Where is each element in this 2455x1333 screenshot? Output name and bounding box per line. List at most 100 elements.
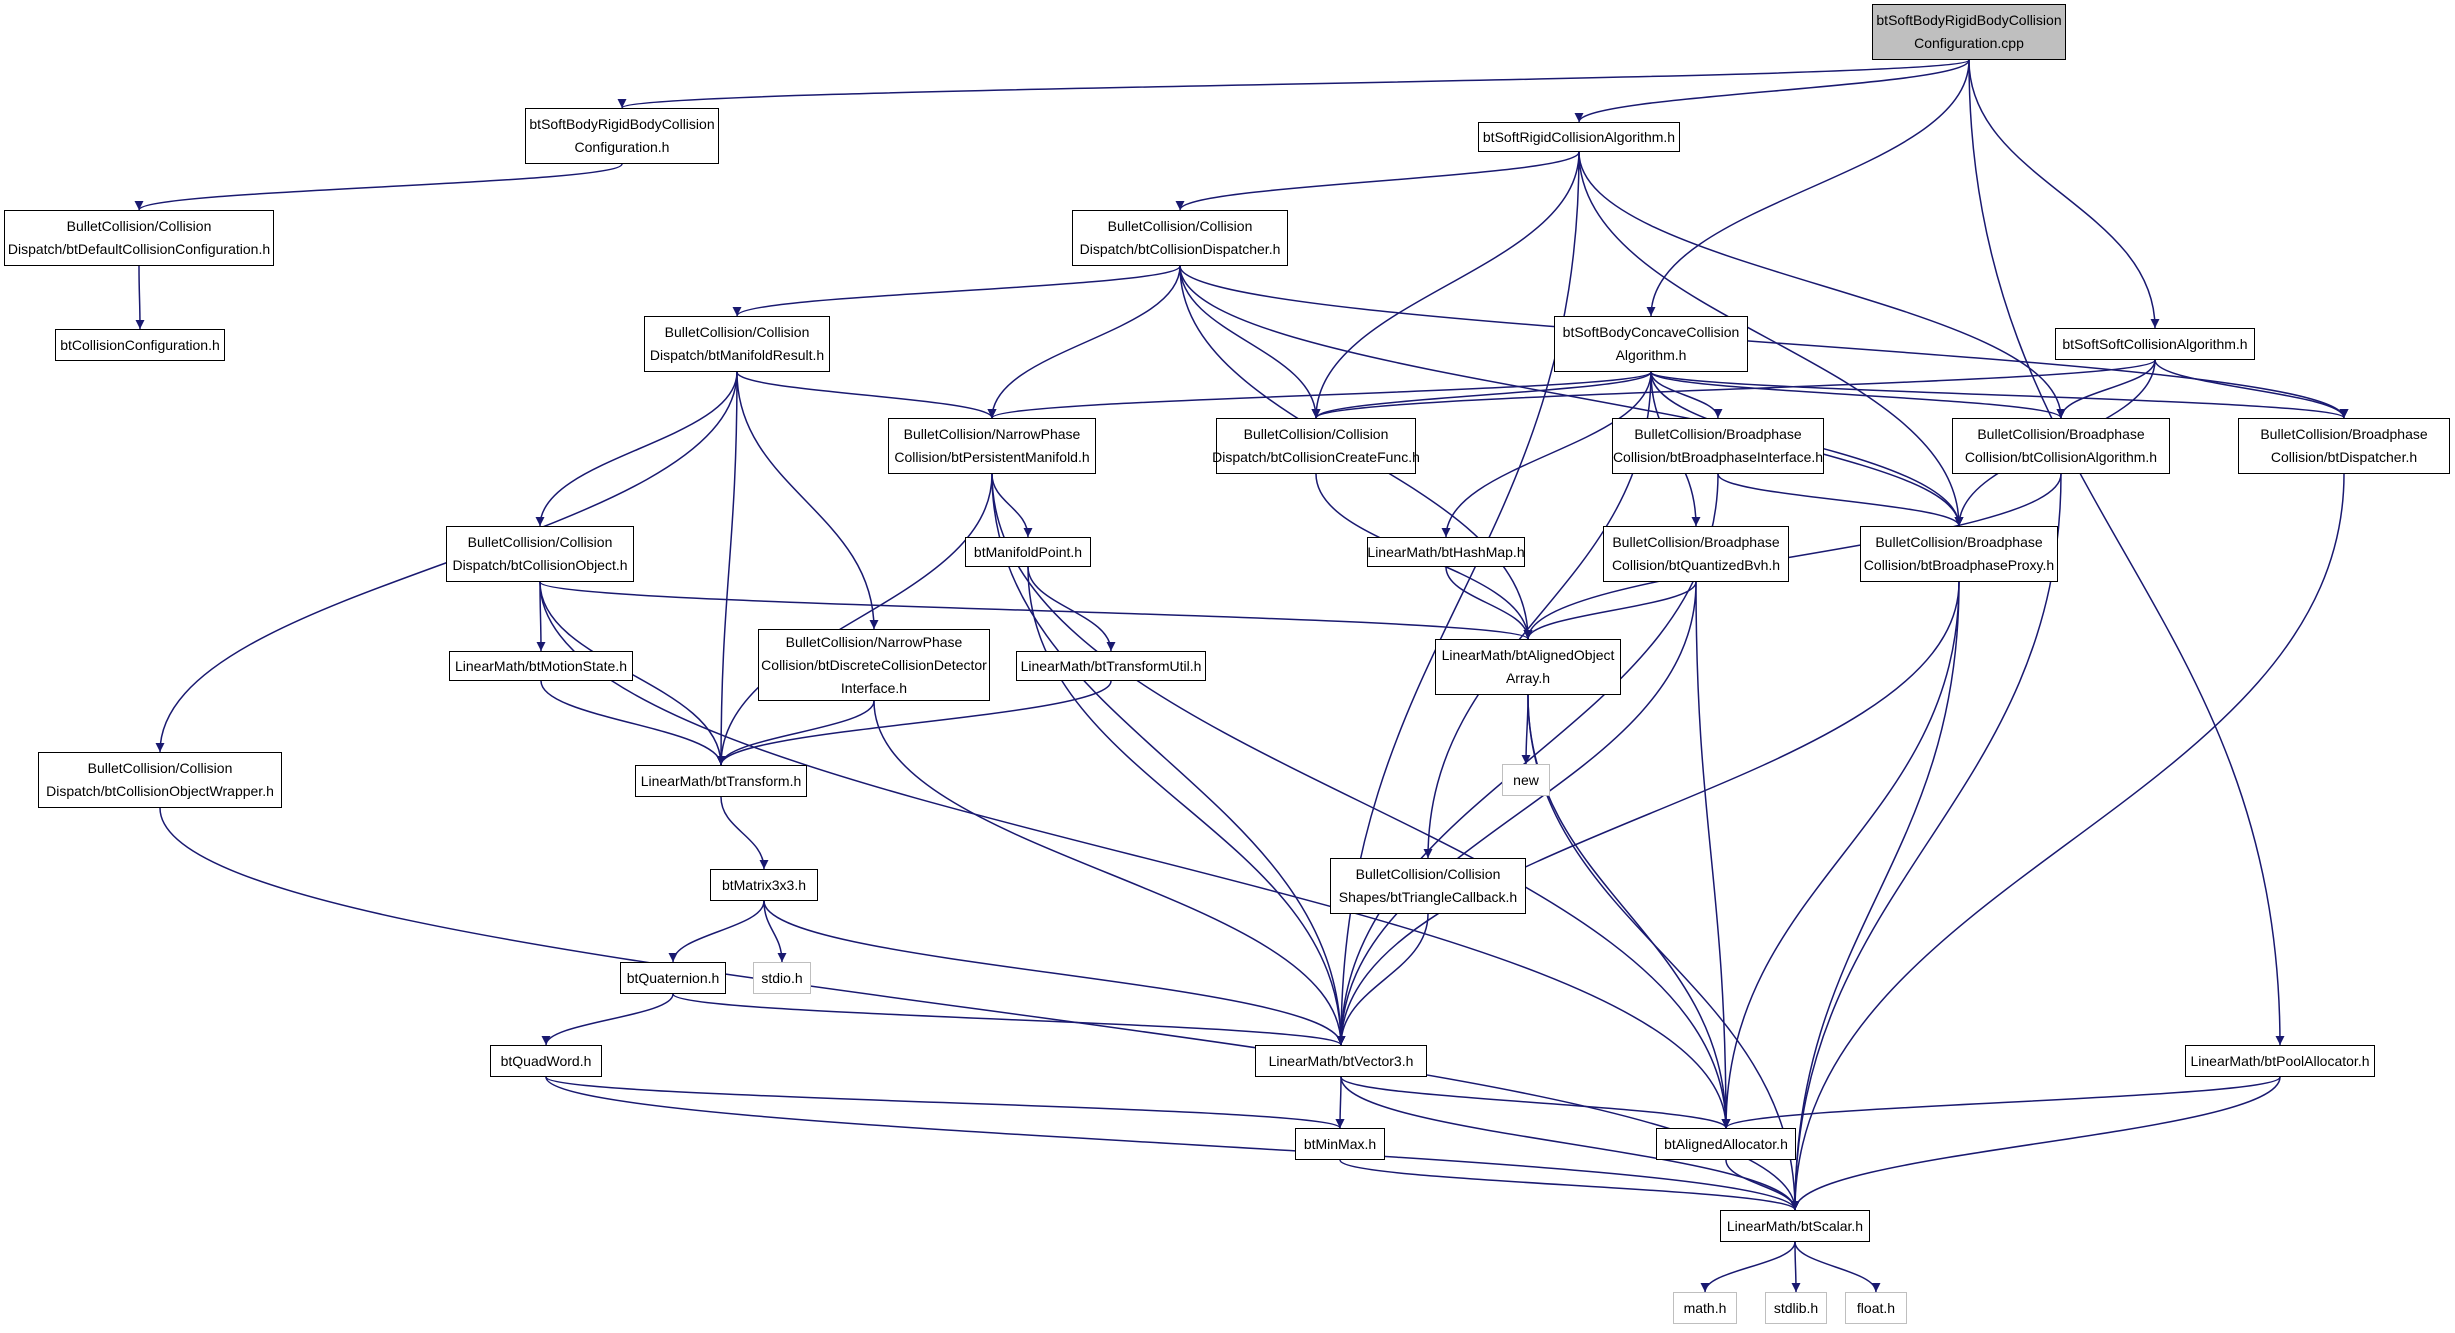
- node-min-max[interactable]: btMinMax.h: [1295, 1128, 1385, 1160]
- edge-quantizedBvh-to-alignedAllocator: [1695, 581, 1731, 1129]
- edge-concaveAlgo-to-persistentManifold: [987, 371, 1652, 419]
- edge-quantizedBvh-to-alignedObjectArray: [1523, 581, 1697, 640]
- edge-concaveAlgo-to-broadphaseInterface: [1650, 371, 1723, 419]
- edge-root-to-sbrbConfH: [618, 59, 1970, 109]
- edge-manifoldResult-to-collisionObject: [535, 371, 738, 527]
- node-triangle-callback[interactable]: BulletCollision/Collision Shapes/btTrian…: [1330, 858, 1526, 914]
- node-manifold-point[interactable]: btManifoldPoint.h: [965, 537, 1091, 567]
- edge-root-to-poolAllocator: [1968, 59, 2285, 1046]
- node-hash-map[interactable]: LinearMath/btHashMap.h: [1367, 537, 1525, 567]
- edge-concaveAlgo-to-bpDispatcher: [1650, 371, 2349, 419]
- node-create-func[interactable]: BulletCollision/Collision Dispatch/btCol…: [1212, 418, 1420, 474]
- node-sbrb-conf-h[interactable]: btSoftBodyRigidBodyCollision Configurati…: [525, 108, 719, 164]
- edge-manifoldPoint-to-vector3: [1027, 566, 1346, 1046]
- edge-collisionDispatcher-to-createFunc: [1179, 265, 1321, 419]
- edge-broadphaseProxy-to-scalar: [1790, 581, 1960, 1211]
- edge-defaultConfig-to-collisionConfig: [135, 265, 145, 330]
- node-scalar[interactable]: LinearMath/btScalar.h: [1720, 1210, 1870, 1242]
- edge-quantizedBvh-to-vector3: [1336, 581, 1697, 1046]
- edge-scalar-to-math: [1700, 1241, 1796, 1293]
- edge-scalar-to-stdlib: [1791, 1241, 1801, 1293]
- node-float: float.h: [1845, 1292, 1907, 1324]
- edge-concaveAlgo-to-hashMap: [1441, 371, 1652, 538]
- node-manifold-result[interactable]: BulletCollision/Collision Dispatch/btMan…: [644, 316, 830, 372]
- node-quantized-bvh[interactable]: BulletCollision/Broadphase Collision/btQ…: [1603, 526, 1789, 582]
- edge-vector3-to-minMax: [1335, 1076, 1345, 1129]
- edge-motionState-to-transform: [540, 680, 726, 766]
- node-motion-state[interactable]: LinearMath/btMotionState.h: [449, 651, 633, 681]
- edge-matrix3x3-to-stdio: [763, 900, 787, 963]
- edge-softSoftAlgo-to-bpDispatcher: [2154, 359, 2349, 419]
- edge-concaveAlgo-to-createFunc: [1311, 371, 1652, 419]
- node-collision-dispatcher[interactable]: BulletCollision/Collision Dispatch/btCol…: [1072, 210, 1288, 266]
- edge-softRigidAlgo-to-broadphaseProxy: [1578, 151, 1964, 527]
- node-root[interactable]: btSoftBodyRigidBodyCollision Configurati…: [1872, 4, 2066, 60]
- node-quad-word[interactable]: btQuadWord.h: [490, 1045, 602, 1077]
- edge-collisionDispatcher-to-bpDispatcher: [1179, 265, 2349, 419]
- node-object-wrapper[interactable]: BulletCollision/Collision Dispatch/btCol…: [38, 752, 282, 808]
- node-math: math.h: [1673, 1292, 1737, 1324]
- edge-collisionObject-to-alignedObjectArray: [539, 581, 1533, 640]
- node-stdio: stdio.h: [753, 962, 811, 994]
- node-soft-rigid-algo[interactable]: btSoftRigidCollisionAlgorithm.h: [1478, 122, 1680, 152]
- edge-bpCollisionAlgo-to-alignedObjectArray: [1523, 473, 2062, 640]
- edge-collisionObject-to-alignedAllocator: [539, 581, 1731, 1129]
- edge-quadWord-to-scalar: [545, 1076, 1800, 1211]
- edge-softSoftAlgo-to-bpCollisionAlgo: [2056, 359, 2156, 419]
- node-matrix-3x-3[interactable]: btMatrix3x3.h: [710, 869, 818, 901]
- edge-manifoldPoint-to-transformUtil: [1027, 566, 1116, 652]
- edge-broadphaseProxy-to-vector3: [1336, 581, 1960, 1046]
- node-new: new: [1502, 764, 1550, 796]
- edge-poolAllocator-to-alignedAllocator: [1721, 1076, 2281, 1129]
- node-default-config[interactable]: BulletCollision/Collision Dispatch/btDef…: [4, 210, 274, 266]
- node-concave-algo[interactable]: btSoftBodyConcaveCollision Algorithm.h: [1554, 316, 1748, 372]
- node-collision-config[interactable]: btCollisionConfiguration.h: [55, 329, 225, 361]
- edge-persistentManifold-to-manifoldPoint: [991, 473, 1033, 538]
- edge-triangleCallback-to-vector3: [1336, 913, 1429, 1046]
- node-pool-allocator[interactable]: LinearMath/btPoolAllocator.h: [2185, 1045, 2375, 1077]
- edge-collisionDispatcher-to-persistentManifold: [987, 265, 1181, 419]
- node-collision-object[interactable]: BulletCollision/Collision Dispatch/btCol…: [446, 526, 634, 582]
- node-stdlib: stdlib.h: [1765, 1292, 1827, 1324]
- edge-collisionDispatcher-to-manifoldResult: [732, 265, 1181, 317]
- node-quaternion[interactable]: btQuaternion.h: [620, 962, 726, 994]
- edge-softRigidAlgo-to-createFunc: [1311, 151, 1580, 419]
- edge-hashMap-to-alignedObjectArray: [1445, 566, 1533, 640]
- node-transform[interactable]: LinearMath/btTransform.h: [635, 765, 807, 797]
- edge-discreteDetector-to-vector3: [873, 700, 1346, 1046]
- edge-transform-to-matrix3x3: [720, 796, 769, 870]
- edge-discreteDetector-to-transform: [716, 700, 875, 766]
- edge-minMax-to-scalar: [1339, 1159, 1800, 1211]
- node-discrete-detector[interactable]: BulletCollision/NarrowPhase Collision/bt…: [758, 629, 990, 701]
- edge-matrix3x3-to-vector3: [763, 900, 1346, 1046]
- edge-manifoldResult-to-discreteDetector: [736, 371, 879, 630]
- edge-root-to-softSoftAlgo: [1968, 59, 2160, 329]
- node-bp-collision-algo[interactable]: BulletCollision/Broadphase Collision/btC…: [1952, 418, 2170, 474]
- edge-softRigidAlgo-to-bpCollisionAlgo: [1578, 151, 2066, 419]
- node-aligned-object-array[interactable]: LinearMath/btAlignedObject Array.h: [1435, 639, 1621, 695]
- node-broadphase-proxy[interactable]: BulletCollision/Broadphase Collision/btB…: [1860, 526, 2058, 582]
- edge-manifoldResult-to-transform: [716, 371, 738, 766]
- edge-transformUtil-to-transform: [716, 680, 1112, 766]
- edge-softRigidAlgo-to-collisionDispatcher: [1175, 151, 1580, 211]
- edge-quadWord-to-minMax: [545, 1076, 1345, 1129]
- edge-broadphaseProxy-to-alignedAllocator: [1721, 581, 1960, 1129]
- node-bp-dispatcher[interactable]: BulletCollision/Broadphase Collision/btD…: [2238, 418, 2450, 474]
- edge-softSoftAlgo-to-createFunc: [1311, 359, 2156, 419]
- edge-sbrbConfH-to-defaultConfig: [134, 163, 623, 211]
- node-broadphase-interface[interactable]: BulletCollision/Broadphase Collision/btB…: [1612, 418, 1824, 474]
- edge-bpCollisionAlgo-to-scalar: [1790, 473, 2062, 1211]
- edge-objectWrapper-to-scalar: [159, 807, 1800, 1211]
- edge-concaveAlgo-to-bpCollisionAlgo: [1650, 371, 2066, 419]
- edge-persistentManifold-to-vector3: [991, 473, 1346, 1046]
- edge-root-to-concaveAlgo: [1646, 59, 1970, 317]
- edge-vector3-to-scalar: [1340, 1076, 1800, 1211]
- node-transform-util[interactable]: LinearMath/btTransformUtil.h: [1016, 651, 1206, 681]
- node-soft-soft-algo[interactable]: btSoftSoftCollisionAlgorithm.h: [2055, 328, 2255, 360]
- node-vector-3[interactable]: LinearMath/btVector3.h: [1255, 1045, 1427, 1077]
- node-aligned-allocator[interactable]: btAlignedAllocator.h: [1656, 1128, 1796, 1160]
- edge-root-to-softRigidAlgo: [1574, 59, 1970, 123]
- node-persistent-manifold[interactable]: BulletCollision/NarrowPhase Collision/bt…: [888, 418, 1096, 474]
